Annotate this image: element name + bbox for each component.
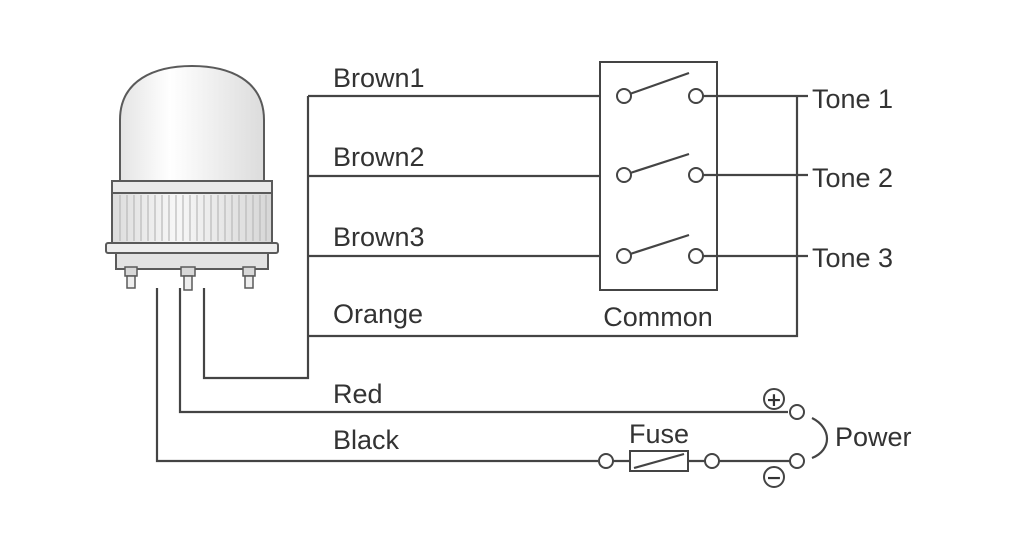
- label-tone3: Tone 3: [812, 243, 893, 273]
- terminal-screw-right: [242, 266, 256, 289]
- lamp-ribbed-base: [111, 192, 273, 244]
- fuse: [598, 450, 790, 472]
- lamp-ribs: [119, 195, 267, 241]
- label-tone2: Tone 2: [812, 163, 893, 193]
- power-positive-terminal: [789, 404, 805, 420]
- label-common: Common: [603, 302, 713, 332]
- switch-1-output-terminal: [688, 88, 704, 104]
- terminal-screw-left: [124, 266, 138, 289]
- switch-3: [616, 233, 704, 264]
- switch-3-input-terminal: [616, 248, 632, 264]
- label-black: Black: [333, 425, 400, 455]
- wire-orange-lamp-lead: [202, 288, 310, 380]
- switch-2-output-terminal: [688, 167, 704, 183]
- label-brown1: Brown1: [333, 63, 425, 93]
- label-brown2: Brown2: [333, 142, 425, 172]
- power-negative-terminal: [789, 453, 805, 469]
- fuse-right-terminal: [704, 453, 720, 469]
- label-brown3: Brown3: [333, 222, 425, 252]
- wire-black: [155, 288, 598, 463]
- label-orange: Orange: [333, 299, 423, 329]
- fuse-left-terminal: [598, 453, 614, 469]
- positive-sign-circle: [763, 388, 785, 410]
- label-fuse: Fuse: [629, 419, 689, 449]
- beacon-lamp: [105, 64, 279, 291]
- lamp-flange: [105, 242, 279, 254]
- terminal-screw-center: [180, 266, 196, 291]
- negative-sign-circle: [763, 466, 785, 488]
- switch-3-output-terminal: [688, 248, 704, 264]
- power-bracket: [811, 417, 828, 460]
- switch-1: [616, 71, 704, 104]
- positive-sign: +: [766, 389, 782, 411]
- label-power: Power: [835, 422, 912, 452]
- label-tone1: Tone 1: [812, 84, 893, 114]
- label-red: Red: [333, 379, 383, 409]
- lamp-collar: [111, 180, 273, 194]
- negative-sign: −: [766, 467, 782, 489]
- switch-1-input-terminal: [616, 88, 632, 104]
- wire-red: [178, 288, 788, 414]
- lamp-dome: [119, 64, 265, 184]
- switch-2-input-terminal: [616, 167, 632, 183]
